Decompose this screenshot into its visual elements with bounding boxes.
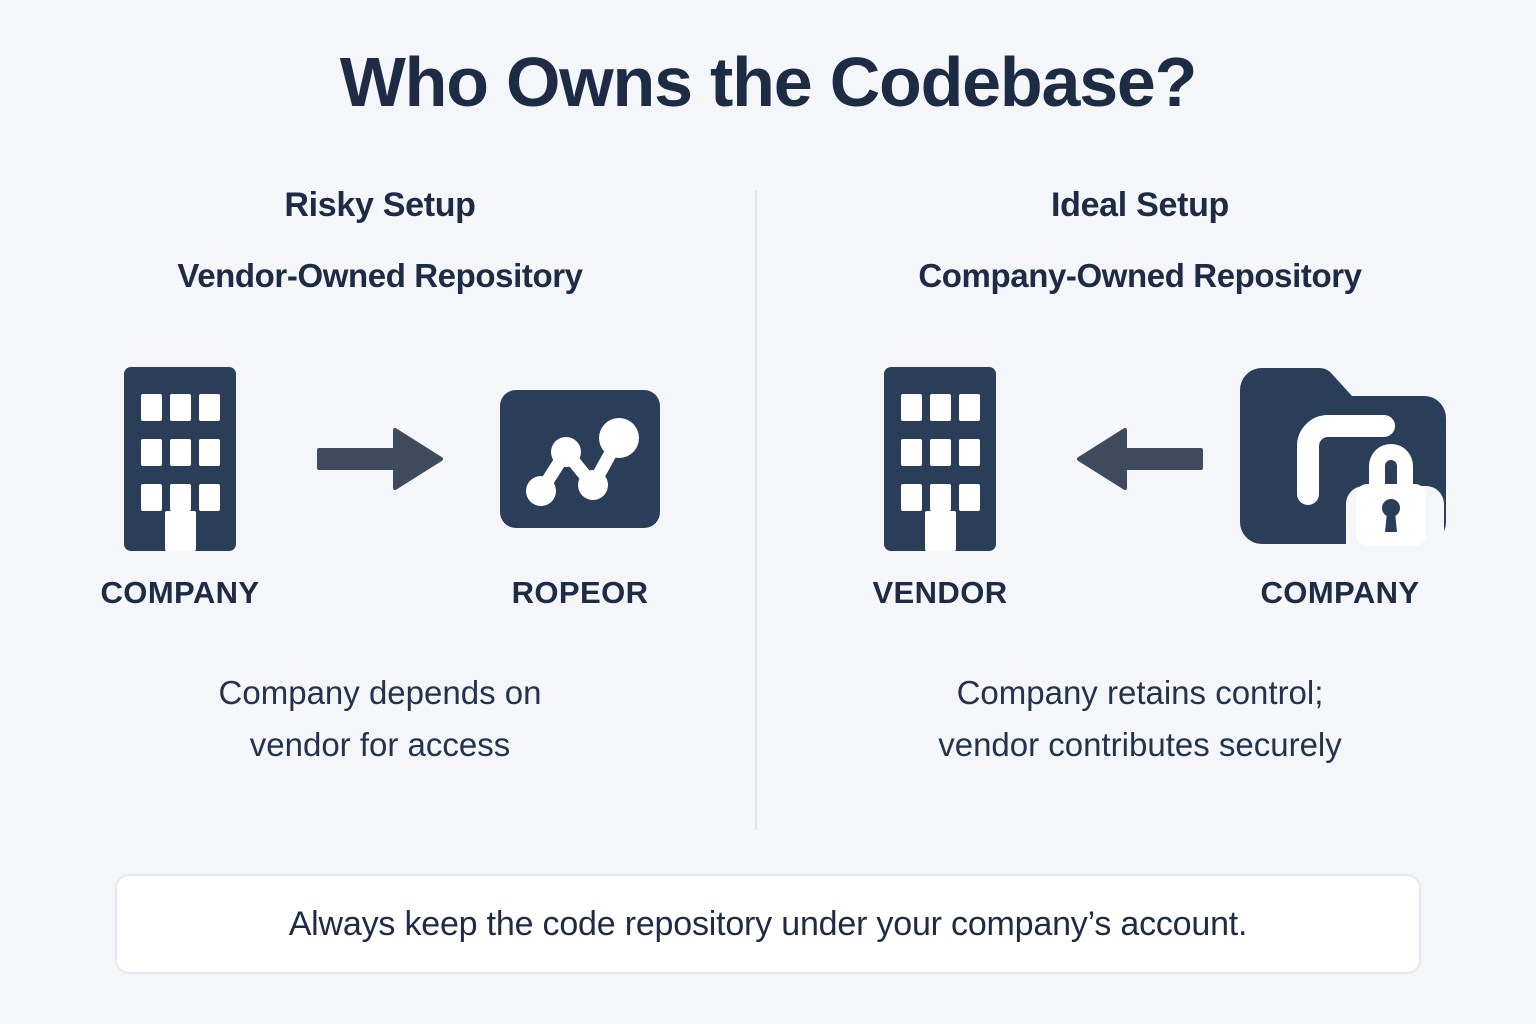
arrow-right-icon bbox=[317, 426, 443, 492]
node-label-company-right: COMPANY bbox=[1260, 575, 1420, 611]
page-title: Who Owns the Codebase? bbox=[339, 43, 1198, 121]
column-risky-setup: Risky Setup Vendor-Owned Repository bbox=[30, 185, 730, 770]
icon-slot-locked-folder bbox=[1215, 359, 1465, 559]
description-ideal-line1: Company retains control; bbox=[956, 674, 1324, 712]
description-risky-line2: vendor for access bbox=[249, 725, 511, 763]
caption-row-risky: COMPANY ROPEOR bbox=[30, 575, 730, 611]
description-risky-line1: Company depends on bbox=[218, 674, 542, 712]
takeaway-banner: Always keep the code repository under yo… bbox=[115, 874, 1421, 974]
column-heading-ideal: Ideal Setup bbox=[1050, 186, 1230, 224]
column-subheading-ideal: Company-Owned Repository bbox=[918, 256, 1362, 294]
caption-row-ideal: VENDOR COMPANY bbox=[790, 575, 1490, 611]
icon-slot-vendor bbox=[815, 359, 1065, 559]
icon-row-risky bbox=[30, 359, 730, 559]
icon-row-ideal bbox=[790, 359, 1490, 559]
office-building-icon bbox=[884, 367, 996, 552]
icon-slot-repo bbox=[455, 359, 705, 559]
column-heading-risky: Risky Setup bbox=[284, 186, 476, 224]
node-label-vendor: VENDOR bbox=[872, 575, 1008, 611]
column-subheading-risky: Vendor-Owned Repository bbox=[177, 256, 583, 294]
arrow-slot-ideal bbox=[1065, 359, 1215, 559]
column-divider bbox=[755, 190, 757, 830]
description-ideal-line2: vendor contributes securely bbox=[938, 725, 1342, 763]
description-ideal: Company retains control; vendor contribu… bbox=[790, 667, 1490, 769]
office-building-icon bbox=[124, 367, 236, 552]
description-risky: Company depends on vendor for access bbox=[30, 667, 730, 769]
node-label-company-left: COMPANY bbox=[100, 575, 260, 611]
icon-slot-company-left bbox=[55, 359, 305, 559]
takeaway-banner-text: Always keep the code repository under yo… bbox=[288, 904, 1248, 943]
repository-graph-icon bbox=[500, 390, 660, 529]
arrow-left-icon bbox=[1077, 426, 1203, 492]
arrow-slot-risky bbox=[305, 359, 455, 559]
node-label-repo: ROPEOR bbox=[511, 575, 649, 611]
locked-folder-icon bbox=[1234, 362, 1446, 557]
column-ideal-setup: Ideal Setup Company-Owned Repository bbox=[790, 185, 1490, 770]
